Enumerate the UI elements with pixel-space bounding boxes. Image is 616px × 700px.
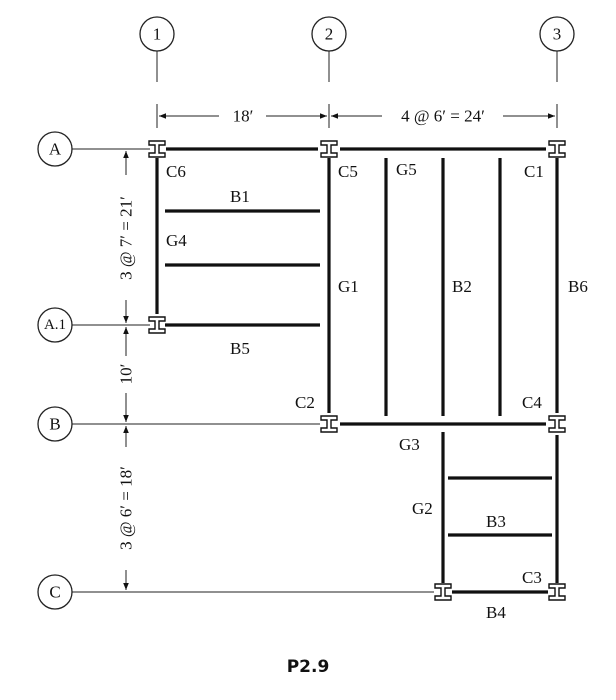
columns (148, 140, 566, 601)
grid-bubble-B: B (37, 406, 73, 442)
label-B1: B1 (230, 187, 250, 206)
label-G3: G3 (399, 435, 420, 454)
label-G5: G5 (396, 160, 417, 179)
label-G2: G2 (412, 499, 433, 518)
label-C2: C2 (295, 393, 315, 412)
label-C6: C6 (166, 162, 186, 181)
top-dimension: 18′ 4 @ 6′ = 24′ (156, 104, 558, 128)
column-C5-icon (320, 140, 338, 158)
label-B3: B3 (486, 512, 506, 531)
grid-label-B: B (49, 415, 60, 434)
column-C3-icon (548, 583, 566, 601)
column-C6-icon (148, 140, 166, 158)
column-C1-icon (548, 140, 566, 158)
grid-bubble-A: A (37, 131, 73, 167)
column-A1-icon (148, 316, 166, 334)
label-B2: B2 (452, 277, 472, 296)
grid-bubble-1: 1 (139, 16, 175, 52)
grid-bubble-2: 2 (311, 16, 347, 52)
dim-label-18v: 3 @ 6′ = 18′ (117, 466, 136, 550)
label-C5: C5 (338, 162, 358, 181)
grid-label-A1: A.1 (44, 317, 66, 333)
label-G1: G1 (338, 277, 359, 296)
dim-label-24: 4 @ 6′ = 24′ (401, 107, 485, 126)
figure-label: P2.9 (287, 657, 330, 677)
grid-label-3: 3 (553, 25, 562, 44)
grid-bubble-3: 3 (539, 16, 575, 52)
left-dimension: 3 @ 7′ = 21′ 10′ 3 @ 6′ = 18′ (110, 148, 140, 593)
grid-bubble-C: C (37, 574, 73, 610)
label-C1: C1 (524, 162, 544, 181)
grid-label-2: 2 (325, 25, 334, 44)
column-C2-icon (320, 415, 338, 433)
grid-label-C: C (49, 583, 60, 602)
column-C4-icon (548, 415, 566, 433)
label-C3: C3 (522, 568, 542, 587)
column-lower-left-icon (434, 583, 452, 601)
grid-label-1: 1 (153, 25, 162, 44)
label-G4: G4 (166, 231, 187, 250)
dim-label-10: 10′ (117, 364, 136, 385)
label-C4: C4 (522, 393, 542, 412)
label-B5: B5 (230, 339, 250, 358)
label-B6: B6 (568, 277, 588, 296)
grid-bubble-A1: A.1 (37, 307, 73, 343)
structural-members (155, 147, 559, 594)
dim-label-21: 3 @ 7′ = 21′ (117, 196, 136, 280)
grid-label-A: A (49, 140, 62, 159)
label-B4: B4 (486, 603, 506, 622)
dim-label-18: 18′ (233, 107, 254, 126)
